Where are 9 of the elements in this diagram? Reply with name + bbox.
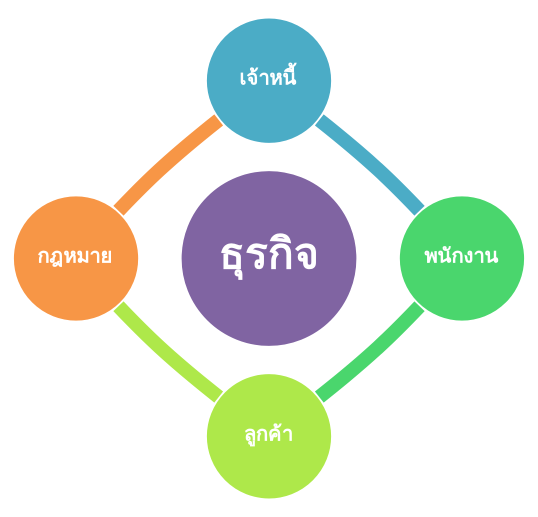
connector: [314, 114, 425, 216]
node-circle: เจ้าหนี้: [204, 16, 334, 146]
node-circle: ลูกค้า: [204, 371, 334, 502]
connector: [113, 301, 224, 403]
node-circle: ธุรกิจ: [178, 168, 360, 349]
node-circle: พนักงาน: [396, 193, 528, 324]
connector: [314, 301, 425, 403]
node-circle: กฎหมาย: [10, 193, 142, 324]
connector: [113, 114, 224, 216]
